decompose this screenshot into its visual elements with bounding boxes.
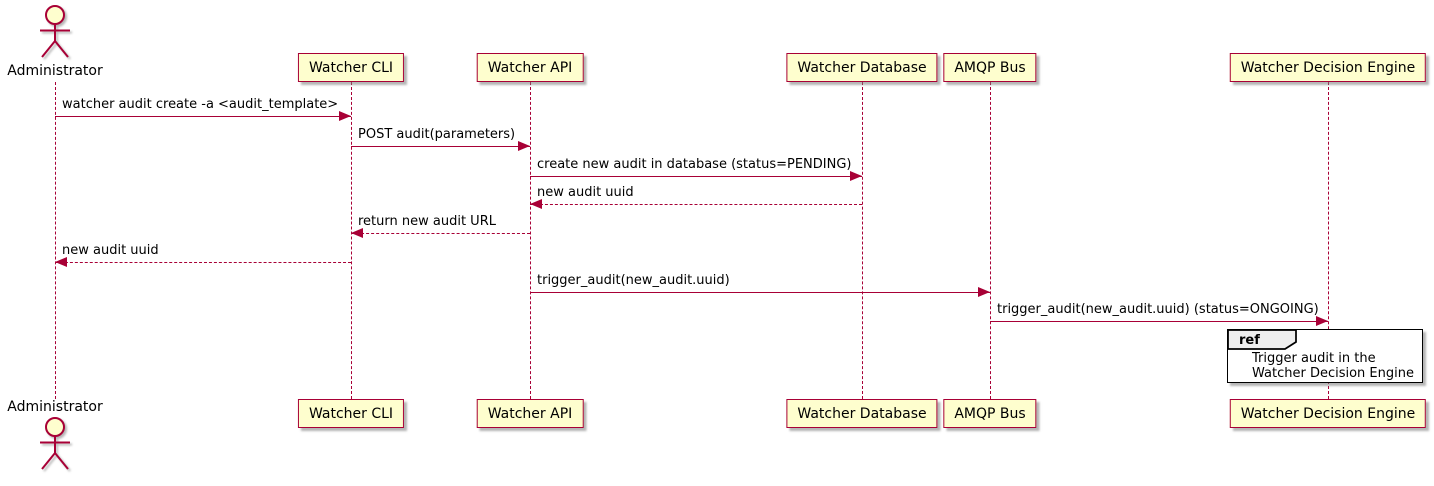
message-label: new audit uuid bbox=[537, 185, 634, 200]
lifeline-watcher-database bbox=[862, 82, 863, 399]
participant-watcher-cli-bottom: Watcher CLI bbox=[297, 399, 405, 428]
actor-label-administrator-top: Administrator bbox=[7, 63, 103, 79]
actor-figure-icon bbox=[40, 5, 70, 58]
ref-keyword-pentagon: ref bbox=[1227, 329, 1297, 350]
participant-amqp-bus-top: AMQP Bus bbox=[943, 53, 1037, 82]
participant-amqp-bus-bottom: AMQP Bus bbox=[943, 399, 1037, 428]
message-line bbox=[55, 262, 351, 263]
participant-watcher-database-top: Watcher Database bbox=[786, 53, 938, 82]
actor-administrator-top bbox=[25, 3, 85, 61]
arrowhead-icon bbox=[530, 199, 542, 209]
participant-watcher-cli-top: Watcher CLI bbox=[297, 53, 405, 82]
message-line bbox=[530, 204, 862, 205]
message-label: new audit uuid bbox=[62, 243, 159, 258]
arrowhead-icon bbox=[55, 257, 67, 267]
arrowhead-icon bbox=[351, 228, 363, 238]
actor-administrator-bottom bbox=[25, 415, 85, 473]
message-label: POST audit(parameters) bbox=[358, 127, 516, 142]
participant-watcher-api-top: Watcher API bbox=[476, 53, 584, 82]
ref-keyword: ref bbox=[1239, 333, 1260, 348]
lifeline-watcher-decision-engine bbox=[1328, 82, 1329, 399]
message-label: trigger_audit(new_audit.uuid) bbox=[537, 273, 730, 288]
arrowhead-icon bbox=[518, 141, 530, 151]
arrowhead-icon bbox=[1316, 316, 1328, 326]
arrowhead-icon bbox=[339, 111, 351, 121]
lifeline-watcher-cli bbox=[351, 82, 352, 399]
message-label: watcher audit create -a <audit_template> bbox=[62, 97, 339, 112]
message-line bbox=[351, 233, 530, 234]
message-label: trigger_audit(new_audit.uuid) (status=ON… bbox=[997, 302, 1319, 317]
message-label: return new audit URL bbox=[358, 214, 496, 229]
message-line bbox=[990, 321, 1328, 322]
participant-watcher-database-bottom: Watcher Database bbox=[786, 399, 938, 428]
message-line bbox=[55, 116, 351, 117]
actor-figure-icon bbox=[40, 417, 70, 470]
arrowhead-icon bbox=[850, 171, 862, 181]
message-line bbox=[351, 146, 530, 147]
message-label: create new audit in database (status=PEN… bbox=[537, 157, 852, 172]
lifeline-amqp-bus bbox=[990, 82, 991, 399]
lifeline-watcher-api bbox=[530, 82, 531, 399]
participant-watcher-api-bottom: Watcher API bbox=[476, 399, 584, 428]
lifeline-administrator bbox=[55, 82, 56, 399]
participant-watcher-decision-engine-top: Watcher Decision Engine bbox=[1229, 53, 1427, 82]
message-line bbox=[530, 292, 990, 293]
participant-watcher-decision-engine-bottom: Watcher Decision Engine bbox=[1229, 399, 1427, 428]
arrowhead-icon bbox=[978, 287, 990, 297]
actor-label-administrator-bottom: Administrator bbox=[7, 399, 103, 415]
ref-text-line: Watcher Decision Engine bbox=[1252, 366, 1414, 381]
ref-text-line: Trigger audit in the bbox=[1252, 351, 1376, 366]
message-line bbox=[530, 176, 862, 177]
